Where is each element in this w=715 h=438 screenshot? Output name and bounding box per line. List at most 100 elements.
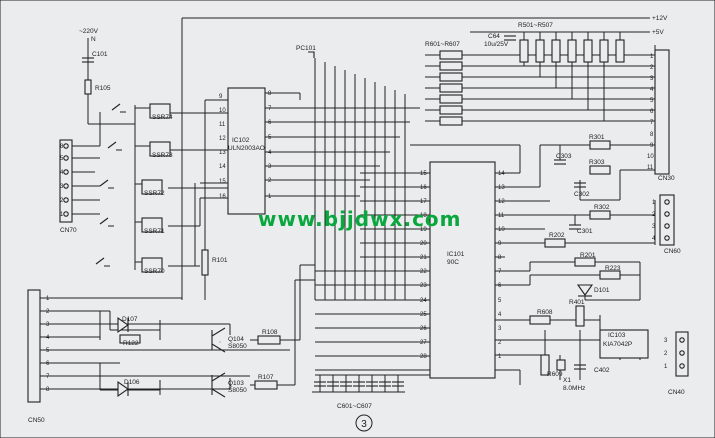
svg-text:9: 9 [498,241,502,247]
svg-text:7: 7 [650,120,654,126]
label-x1: X1 [563,377,571,384]
label-ic101: IC101 [447,251,465,258]
svg-text:3: 3 [650,76,654,82]
svg-text:21: 21 [420,255,427,261]
ssr74-relay [149,103,171,119]
ic103-chip [599,329,649,359]
svg-text:12: 12 [498,199,505,205]
svg-text:22: 22 [420,269,427,275]
label-r101: R101 [212,257,228,264]
svg-text:18: 18 [420,213,427,219]
label-uln2003: ULN2003AO [228,145,265,152]
label-ac220: ~220V [79,28,99,35]
svg-text:1: 1 [664,364,668,370]
svg-text:14: 14 [219,164,226,170]
label-c302: C302 [574,191,590,198]
ssr72-relay [141,179,163,195]
svg-text:24: 24 [420,298,427,304]
svg-text:4: 4 [268,150,272,156]
svg-text:2: 2 [268,178,272,184]
label-r609: R609 [547,371,563,378]
label-c301: C301 [577,228,593,235]
svg-text:17: 17 [420,199,427,205]
svg-text:3: 3 [46,322,50,328]
svg-text:1: 1 [60,212,64,218]
label-c601-c607: C601~C607 [337,403,372,410]
svg-text:10: 10 [498,227,505,233]
svg-text:14: 14 [498,171,505,177]
ssr73-relay [149,141,171,157]
svg-text:7: 7 [46,374,50,380]
svg-text:13: 13 [498,185,505,191]
label-r301: R301 [589,134,605,141]
svg-text:8: 8 [650,132,654,138]
svg-text:26: 26 [420,326,427,332]
svg-text:4: 4 [498,312,502,318]
label-plus5v: +5V [652,29,664,36]
svg-text:3: 3 [652,224,656,230]
svg-text:1: 1 [268,194,272,200]
label-c64: C64 [488,33,500,40]
svg-text:4: 4 [60,170,64,176]
svg-text:20: 20 [420,241,427,247]
label-ic103-part: KIA7042P [603,341,632,348]
svg-text:10: 10 [219,108,226,114]
label-r122: R122 [123,340,139,347]
label-ssr74: SSR74 [152,114,173,121]
label-r105: R105 [95,85,111,92]
label-cn60: CN60 [664,248,681,255]
svg-text:1: 1 [650,54,654,60]
label-ic103: IC103 [608,332,626,339]
label-ic102: IC102 [232,137,250,144]
svg-text:1: 1 [652,200,656,206]
label-plus12v: +12V [652,15,668,22]
label-c402: C402 [594,367,610,374]
svg-text:9: 9 [650,143,654,149]
svg-text:12: 12 [219,136,226,142]
svg-text:8: 8 [60,144,64,150]
ic101-chip [429,161,496,379]
svg-text:16: 16 [219,194,226,200]
svg-text:2: 2 [650,65,654,71]
svg-text:6: 6 [498,283,502,289]
svg-text:7: 7 [268,106,272,112]
svg-text:8: 8 [46,387,50,393]
label-c64-value: 10u/25V [484,41,509,48]
label-x1-freq: 8.0MHz [563,385,585,392]
label-ssr70: SSR70 [144,268,165,275]
svg-text:11: 11 [498,213,505,219]
svg-text:8: 8 [498,255,502,261]
svg-text:5: 5 [60,156,64,162]
label-r223: R223 [605,265,621,272]
svg-text:15: 15 [219,179,226,185]
svg-text:1: 1 [498,354,502,360]
svg-text:5: 5 [268,135,272,141]
label-r501-r507: R501~R507 [518,22,553,29]
svg-text:9: 9 [219,94,223,100]
label-r107: R107 [258,374,274,381]
svg-text:3: 3 [268,164,272,170]
label-r108: R108 [262,329,278,336]
svg-text:2: 2 [60,198,64,204]
label-pc101: PC101 [296,45,316,52]
cn60-connector-body [659,194,675,246]
label-c303: C303 [556,153,572,160]
label-d107: D107 [122,316,138,323]
svg-text:10: 10 [647,154,654,160]
label-q104-part: S8050 [228,343,247,350]
figure-number: 3 [361,419,367,430]
svg-text:2: 2 [664,351,668,357]
svg-text:27: 27 [420,340,427,346]
label-q103-part: S8050 [228,387,247,394]
label-ssr71: SSR71 [144,228,165,235]
svg-text:11: 11 [219,122,226,128]
svg-text:5: 5 [498,298,502,304]
svg-text:1: 1 [46,296,50,302]
svg-text:16: 16 [420,185,427,191]
svg-text:6: 6 [268,120,272,126]
label-ssr73: SSR73 [152,152,173,159]
svg-text:11: 11 [647,165,654,171]
labels: ~220V N C101 R105 CN70 SSR74 SSR73 SSR72… [28,15,685,424]
